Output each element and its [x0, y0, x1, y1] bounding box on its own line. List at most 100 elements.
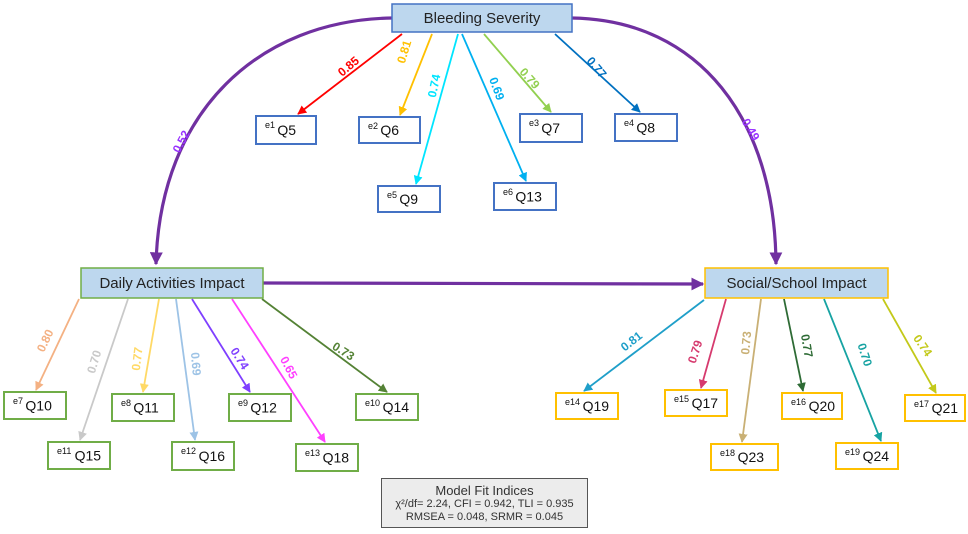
indicator-box: [295, 443, 359, 472]
loading-label-q17: 0.79: [685, 338, 706, 365]
structural-path-bleeding-to-social: [571, 16, 783, 266]
error-term-label: e16: [791, 397, 806, 407]
indicator-box: [835, 442, 899, 470]
loading-arrow-q12: [191, 298, 251, 393]
path-coefficient-label: 0.49: [739, 116, 763, 144]
indicator-box: [171, 441, 235, 471]
indicator-box: [519, 113, 583, 143]
indicator-q15: e11 Q15: [47, 441, 111, 470]
error-term-label: e2: [368, 121, 378, 131]
item-label: Q6: [380, 122, 399, 138]
error-term-label: e17: [914, 399, 929, 409]
loading-label-q6: 0.81: [394, 38, 414, 65]
loading-arrow-q8: [554, 33, 641, 113]
indicator-box: [664, 389, 728, 417]
indicator-box: [111, 393, 175, 422]
item-label: Q24: [863, 448, 890, 464]
latent-box: [80, 267, 264, 299]
item-label: Q21: [932, 400, 959, 416]
latent-bleeding: Bleeding Severity: [391, 3, 573, 33]
loading-arrow-q10: [35, 298, 80, 391]
error-term-label: e1: [265, 120, 275, 130]
loading-arrow-q20: [783, 298, 806, 392]
loading-label-q10: 0.80: [34, 327, 57, 354]
loading-arrow-q13: [461, 33, 527, 182]
indicator-box: [355, 393, 419, 421]
error-term-label: e8: [121, 398, 131, 408]
latent-social: Social/School Impact: [704, 267, 889, 299]
structural-path-bleeding-to-daily: [149, 16, 393, 266]
latent-daily: Daily Activities Impact: [80, 267, 264, 299]
item-label: Q18: [323, 450, 350, 466]
indicator-box: [3, 391, 67, 420]
item-label: Q11: [133, 400, 159, 416]
loading-arrow-q21: [882, 298, 937, 394]
indicator-box: [614, 113, 678, 142]
item-label: Q13: [515, 189, 542, 205]
model-fit-line-2: RMSEA = 0.048, SRMR = 0.045: [405, 511, 564, 523]
loading-label-q19: 0.81: [618, 328, 645, 354]
loading-arrow-q24: [823, 298, 883, 442]
indicator-box: [255, 115, 317, 145]
error-term-label: e12: [181, 446, 196, 456]
item-label: Q5: [277, 122, 296, 138]
indicator-box: [358, 116, 421, 144]
indicator-box: [377, 185, 441, 213]
latent-label: Daily Activities Impact: [99, 275, 245, 292]
loading-label-q5: 0.85: [335, 53, 362, 79]
item-label: Q9: [399, 191, 418, 207]
loading-label-q20: 0.77: [798, 333, 816, 359]
loading-arrow-q5: [297, 33, 403, 115]
error-term-label: e15: [674, 394, 689, 404]
item-label: Q19: [583, 398, 610, 414]
latent-label: Bleeding Severity: [424, 10, 541, 27]
indicator-box: [781, 392, 843, 420]
model-fit-line-1: χ²/df= 2.24, CFI = 0.942, TLI = 0.935: [395, 498, 574, 510]
loading-arrow-q14: [261, 298, 388, 393]
error-term-label: e11: [57, 446, 71, 456]
item-label: Q23: [738, 449, 765, 465]
loading-arrow-q19: [583, 299, 705, 392]
loading-label-q8: 0.77: [584, 54, 610, 81]
loading-arrow-q6: [398, 33, 433, 116]
error-term-label: e4: [624, 118, 634, 128]
item-label: Q17: [692, 395, 719, 411]
indicator-box: [228, 393, 292, 422]
item-label: Q20: [809, 398, 836, 414]
error-term-label: e6: [503, 187, 513, 197]
error-term-label: e13: [305, 448, 320, 458]
loading-label-q24: 0.70: [855, 341, 876, 368]
indicator-box: [47, 441, 111, 470]
loading-label-q7: 0.79: [517, 65, 543, 92]
model-fit-box: Model Fit Indices χ²/df= 2.24, CFI = 0.9…: [381, 478, 588, 528]
error-term-label: e5: [387, 190, 397, 200]
loading-arrow-q9: [413, 33, 459, 185]
error-term-label: e19: [845, 447, 860, 457]
loading-label-q16: 0.69: [188, 352, 204, 377]
loading-arrow-q18: [231, 298, 326, 443]
loading-arrow-q11: [139, 298, 160, 393]
item-label: Q15: [75, 448, 102, 464]
loading-arrow-q15: [78, 298, 129, 441]
